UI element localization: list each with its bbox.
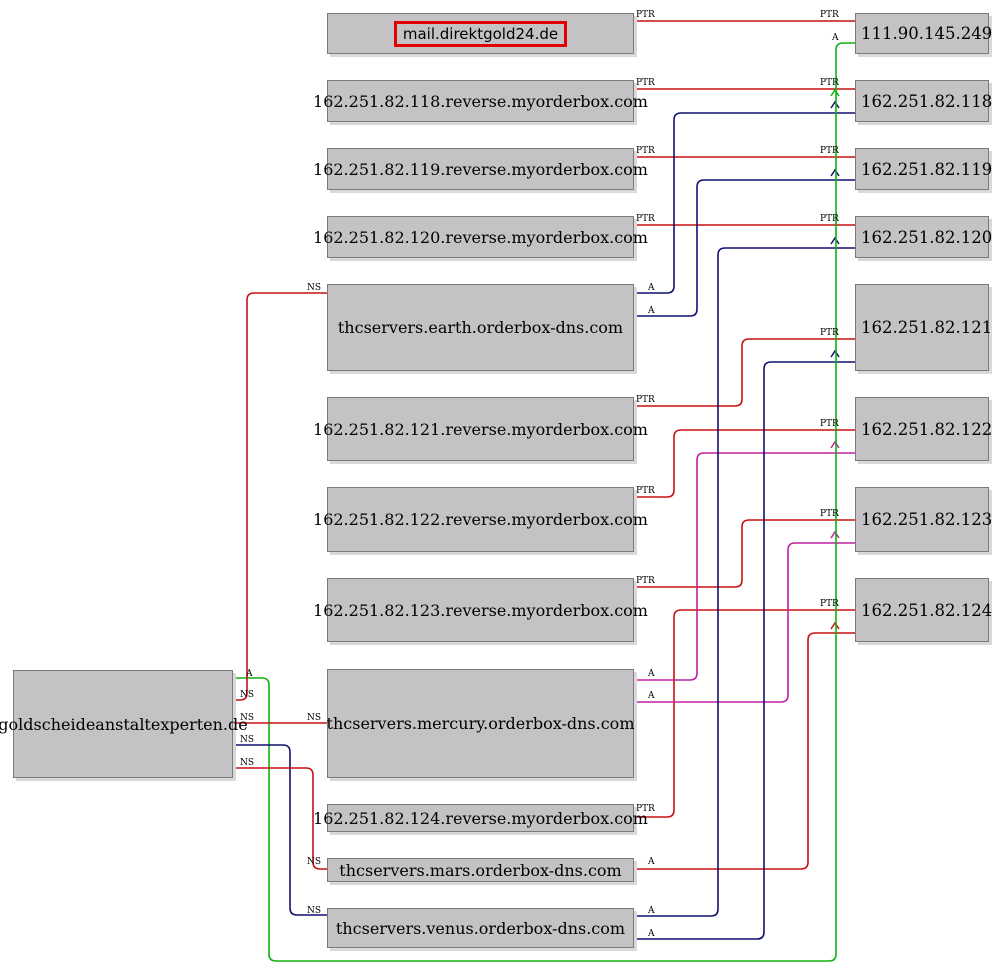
edge-label-ptr: PTR (636, 214, 655, 224)
node-ip-119[interactable]: 162.251.82.119 (855, 148, 993, 190)
edge-label-ptr: PTR (820, 328, 839, 338)
node-ip-121[interactable]: 162.251.82.121 (855, 284, 993, 371)
edge-label-ns: NS (240, 758, 254, 768)
edge-label-ptr: PTR (820, 146, 839, 156)
edge-a (634, 361, 855, 940)
edge-ptr (634, 429, 855, 498)
arrowhead-icon (830, 349, 840, 358)
node-domain[interactable]: goldscheideanstaltexperten.de (0, 670, 248, 778)
node-label: thcservers.mars.orderbox-dns.com (339, 860, 622, 880)
edge-ptr (634, 338, 855, 407)
arrowhead-icon (830, 621, 840, 630)
edge-label-ptr: PTR (636, 804, 655, 814)
node-ip-118[interactable]: 162.251.82.118 (855, 80, 993, 122)
node-ip-122[interactable]: 162.251.82.122 (855, 397, 993, 461)
node-label: mail.direktgold24.de (393, 20, 568, 47)
node-label: thcservers.earth.orderbox-dns.com (337, 318, 624, 337)
node-ip-120[interactable]: 162.251.82.120 (855, 216, 993, 258)
edge-label-ptr: PTR (636, 486, 655, 496)
node-label: 162.251.82.120 (861, 227, 993, 247)
edge-a (233, 42, 855, 962)
edge-label-ptr: PTR (636, 78, 655, 88)
edge-a (634, 179, 855, 317)
edge-label-ptr: PTR (820, 214, 839, 224)
node-label: 162.251.82.119.reverse.myorderbox.com (313, 159, 648, 179)
node-label: thcservers.mercury.orderbox-dns.com (326, 714, 635, 733)
node-reverse-123[interactable]: 162.251.82.123.reverse.myorderbox.com (313, 578, 648, 642)
edge-label-ns: NS (307, 713, 321, 723)
edge-label-ptr: PTR (820, 419, 839, 429)
edge-label-a: A (245, 669, 253, 679)
node-ns-earth[interactable]: thcservers.earth.orderbox-dns.com (327, 284, 634, 371)
node-reverse-121[interactable]: 162.251.82.121.reverse.myorderbox.com (313, 397, 648, 461)
node-label: 162.251.82.123 (861, 510, 993, 529)
node-label: goldscheideanstaltexperten.de (0, 714, 248, 734)
edge-label-ns: NS (240, 713, 254, 723)
node-label: thcservers.venus.orderbox-dns.com (335, 918, 626, 938)
edge-a (634, 247, 855, 917)
node-ns-mars[interactable]: thcservers.mars.orderbox-dns.com (327, 858, 634, 882)
node-label: 162.251.82.120.reverse.myorderbox.com (313, 227, 648, 247)
edge-label-a: A (647, 857, 655, 867)
node-label: 162.251.82.118 (861, 91, 993, 111)
edge-label-a: A (647, 306, 655, 316)
edge-label-a: A (647, 669, 655, 679)
node-reverse-118[interactable]: 162.251.82.118.reverse.myorderbox.com (313, 80, 648, 122)
arrowhead-icon (830, 440, 840, 449)
arrowhead-icon (830, 100, 840, 109)
edge-ptr (634, 519, 855, 588)
edge-label-ptr: PTR (636, 395, 655, 405)
node-ip-124[interactable]: 162.251.82.124 (855, 578, 993, 642)
node-label: 162.251.82.119 (861, 159, 993, 179)
edge-a (634, 632, 855, 870)
edge-label-ptr: PTR (820, 10, 839, 20)
node-label: 162.251.82.121.reverse.myorderbox.com (313, 419, 648, 439)
node-reverse-119[interactable]: 162.251.82.119.reverse.myorderbox.com (313, 148, 648, 190)
edge-label-ptr: PTR (820, 509, 839, 519)
arrowhead-icon (830, 88, 840, 97)
edge-label-ns: NS (307, 906, 321, 916)
edge-ns (233, 767, 327, 870)
arrowhead-icon (830, 236, 840, 245)
edge-a (634, 112, 855, 294)
edge-label-a: A (647, 283, 655, 293)
edge-label-a: A (647, 691, 655, 701)
node-reverse-120[interactable]: 162.251.82.120.reverse.myorderbox.com (313, 216, 648, 258)
edge-label-ptr: PTR (636, 576, 655, 586)
node-label: 162.251.82.121 (861, 318, 993, 337)
node-ip-123[interactable]: 162.251.82.123 (855, 487, 993, 552)
node-label: 162.251.82.122 (861, 419, 993, 439)
node-ns-venus[interactable]: thcservers.venus.orderbox-dns.com (327, 908, 634, 948)
edge-label-ns: NS (240, 735, 254, 745)
edge-label-ns: NS (240, 690, 254, 700)
edge-label-a: A (831, 33, 839, 43)
edge-label-a: A (647, 906, 655, 916)
edge-label-ptr: PTR (820, 78, 839, 88)
edge-a (634, 542, 855, 703)
arrowhead-icon (830, 168, 840, 177)
node-label: 162.251.82.118.reverse.myorderbox.com (313, 91, 648, 111)
node-label: 162.251.82.124.reverse.myorderbox.com (313, 808, 648, 828)
node-label: 162.251.82.124 (861, 600, 993, 620)
edge-label-ptr: PTR (636, 146, 655, 156)
edge-ns (233, 744, 327, 916)
edge-label-ns: NS (307, 857, 321, 867)
node-reverse-122[interactable]: 162.251.82.122.reverse.myorderbox.com (313, 487, 648, 552)
edge-label-a: A (647, 929, 655, 939)
node-ip-111-90-145-249[interactable]: 111.90.145.249 (855, 13, 993, 54)
node-mail-direktgold24[interactable]: mail.direktgold24.de (327, 13, 634, 54)
arrowhead-icon (830, 530, 840, 539)
edge-ptr (634, 609, 855, 818)
edge-label-ns: NS (307, 283, 321, 293)
node-label: 162.251.82.123.reverse.myorderbox.com (313, 600, 648, 620)
edge-a (634, 452, 855, 681)
node-reverse-124[interactable]: 162.251.82.124.reverse.myorderbox.com (313, 804, 648, 832)
edge-label-ptr: PTR (820, 599, 839, 609)
node-label: 162.251.82.122.reverse.myorderbox.com (313, 510, 648, 529)
node-label: 111.90.145.249 (861, 24, 993, 43)
node-ns-mercury[interactable]: thcservers.mercury.orderbox-dns.com (327, 669, 634, 778)
edge-ns (233, 292, 327, 701)
edge-label-ptr: PTR (636, 10, 655, 20)
